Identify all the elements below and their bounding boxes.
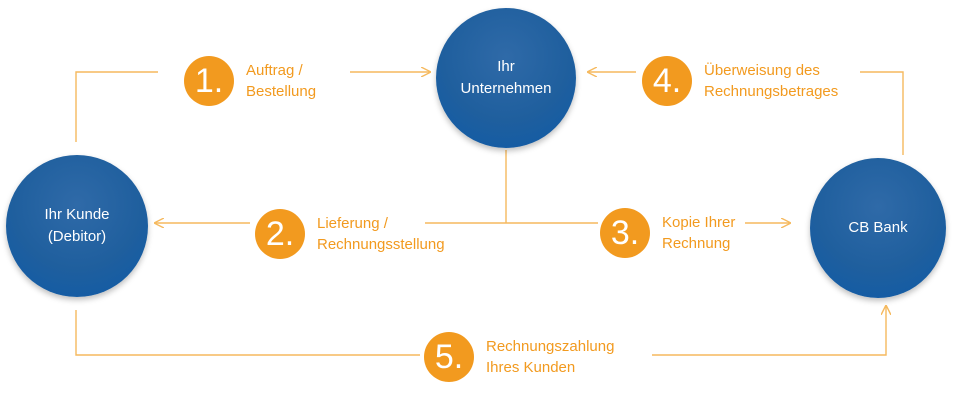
step-1-line2: Bestellung	[246, 83, 317, 100]
node-bank: CB Bank	[810, 158, 946, 298]
step-3-text: Kopie Ihrer Rechnung	[662, 212, 735, 254]
step-1-number: 1.	[184, 56, 234, 106]
step-2-text: Lieferung / Rechnungsstellung	[317, 213, 445, 255]
step-1-text: Auftrag / Bestellung	[246, 60, 316, 102]
connector-5-arrow	[652, 306, 886, 356]
step-4-text: Überweisung des Rechnungsbetrages	[704, 60, 838, 102]
step-4: 4. Überweisung des Rechnungsbetrages	[642, 56, 838, 106]
connector-4	[860, 71, 904, 155]
step-3: 3. Kopie Ihrer Rechnung	[600, 208, 735, 258]
step-4-number: 4.	[642, 56, 692, 106]
step-5-number: 5.	[424, 332, 474, 382]
step-1-line1: Auftrag /	[246, 62, 303, 79]
node-customer: Ihr Kunde (Debitor)	[6, 155, 148, 297]
connector-5	[75, 310, 420, 356]
step-5: 5. Rechnungszahlung Ihres Kunden	[424, 332, 614, 382]
step-4-line2: Rechnungsbetrages	[704, 83, 839, 100]
step-2: 2. Lieferung / Rechnungsstellung	[255, 209, 445, 259]
step-5-line2: Ihres Kunden	[486, 359, 576, 376]
step-2-line2: Rechnungsstellung	[317, 236, 445, 253]
step-5-line1: Rechnungszahlung	[486, 338, 615, 355]
step-2-line1: Lieferung /	[317, 215, 388, 232]
step-3-number: 3.	[600, 208, 650, 258]
step-4-line1: Überweisung des	[704, 62, 820, 79]
step-2-number: 2.	[255, 209, 305, 259]
step-1: 1. Auftrag / Bestellung	[184, 56, 316, 106]
step-3-line2: Rechnung	[662, 235, 731, 252]
node-customer-label: Ihr Kunde (Debitor)	[44, 206, 110, 245]
node-company: Ihr Unternehmen	[436, 8, 576, 148]
node-bank-label: CB Bank	[848, 219, 908, 236]
step-3-line1: Kopie Ihrer	[662, 214, 736, 231]
step-5-text: Rechnungszahlung Ihres Kunden	[486, 336, 614, 378]
node-company-label: Ihr Unternehmen	[460, 58, 552, 97]
connector-1	[75, 71, 158, 142]
